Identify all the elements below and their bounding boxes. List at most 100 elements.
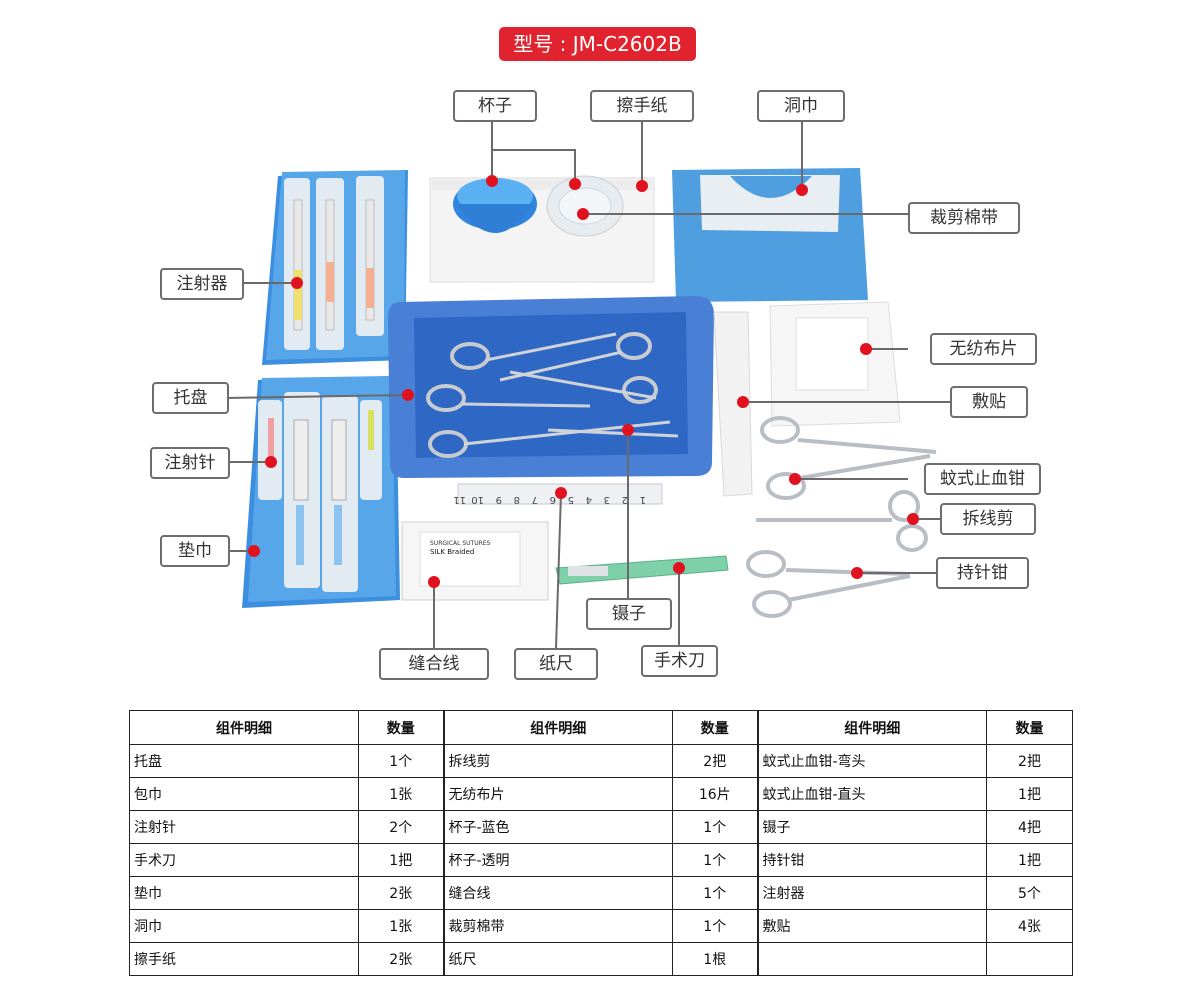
- component-name: 蚊式止血钳-弯头: [756, 744, 987, 778]
- callout-cup: 杯子: [453, 90, 537, 122]
- component-quantity: 4把: [986, 810, 1073, 844]
- component-quantity: 5个: [986, 876, 1073, 910]
- component-name: 垫巾: [129, 876, 359, 910]
- right-instruments-image: [746, 416, 937, 618]
- callout-scissors: 拆线剪: [940, 503, 1036, 535]
- ruler-tick-label: 4: [586, 494, 592, 505]
- component-name: 持针钳: [756, 843, 987, 877]
- header-component: 组件明细: [756, 710, 987, 745]
- table-header-row: 组件明细 数量 组件明细 数量 组件明细 数量: [129, 710, 1073, 745]
- ruler-tick-label: 2: [622, 494, 628, 505]
- component-name: 洞巾: [129, 909, 359, 943]
- component-quantity: 2张: [358, 942, 444, 976]
- component-quantity: 1个: [358, 744, 444, 778]
- ruler-tick-label: 10: [471, 494, 484, 505]
- towel-image: [429, 175, 655, 283]
- header-component: 组件明细: [129, 710, 359, 745]
- suture-label-line1: SURGICAL SUTURES: [430, 540, 491, 547]
- ruler-tick-label: 9: [496, 494, 502, 505]
- ruler-tick-label: 1: [640, 494, 646, 505]
- callout-dressing: 敷贴: [950, 386, 1028, 418]
- component-quantity: 1个: [672, 909, 758, 943]
- component-name: 无纺布片: [442, 777, 673, 811]
- component-quantity: 4张: [986, 909, 1073, 943]
- callout-scalpel: 手术刀: [641, 645, 718, 677]
- component-quantity: 1张: [358, 909, 444, 943]
- callout-suture: 缝合线: [379, 648, 489, 680]
- callout-pad: 垫巾: [160, 535, 230, 567]
- suture-pack-image: SURGICAL SUTURES SILK Braided: [401, 521, 549, 601]
- callout-nonwoven: 无纺布片: [930, 333, 1037, 365]
- suture-label-line2: SILK Braided: [430, 548, 474, 556]
- component-name: 镊子: [756, 810, 987, 844]
- component-quantity: 1张: [358, 777, 444, 811]
- component-quantity: 1把: [358, 843, 444, 877]
- component-quantity: 16片: [672, 777, 758, 811]
- ruler-tick-label: 6: [550, 494, 556, 505]
- needle-pad-image: [242, 376, 400, 608]
- component-quantity: [986, 942, 1073, 976]
- callout-needle-holder: 持针钳: [936, 557, 1029, 589]
- component-name: 注射器: [756, 876, 987, 910]
- component-quantity: 1个: [672, 810, 758, 844]
- header-quantity: 数量: [358, 710, 444, 745]
- component-quantity: 1个: [672, 876, 758, 910]
- ruler-tick-label: 8: [514, 494, 520, 505]
- callout-mosquito: 蚊式止血钳: [924, 463, 1041, 495]
- header-quantity: 数量: [672, 710, 758, 745]
- component-quantity: 2把: [986, 744, 1073, 778]
- component-quantity: 2张: [358, 876, 444, 910]
- component-name: 蚊式止血钳-直头: [756, 777, 987, 811]
- tray-image: [388, 296, 714, 478]
- ruler-tick-label: 11: [453, 494, 466, 505]
- drape-image: [672, 168, 868, 302]
- component-name: 擦手纸: [129, 942, 359, 976]
- callout-drape: 洞巾: [757, 90, 845, 122]
- callout-tray: 托盘: [152, 382, 229, 414]
- header-component: 组件明细: [442, 710, 673, 745]
- callout-towel: 擦手纸: [590, 90, 694, 122]
- component-name: [756, 942, 987, 976]
- callout-paper-ruler: 纸尺: [514, 648, 598, 680]
- callout-tape: 裁剪棉带: [908, 202, 1020, 234]
- component-name: 杯子-透明: [442, 843, 673, 877]
- component-name: 杯子-蓝色: [442, 810, 673, 844]
- markers: [248, 175, 919, 588]
- component-name: 注射针: [129, 810, 359, 844]
- callout-needle: 注射针: [150, 447, 230, 479]
- nonwoven-image: [713, 301, 901, 497]
- component-quantity: 2个: [358, 810, 444, 844]
- model-badge: 型号 : JM-C2602B: [499, 27, 696, 61]
- component-quantity: 1把: [986, 843, 1073, 877]
- ruler-tick-label: 3: [604, 494, 610, 505]
- component-name: 裁剪棉带: [442, 909, 673, 943]
- component-quantity: 1把: [986, 777, 1073, 811]
- ruler-tick-label: 7: [532, 494, 538, 505]
- ruler-ticks: 1 2 3 4 5 6 7 8 9 10 11: [453, 494, 646, 505]
- component-name: 手术刀: [129, 843, 359, 877]
- callout-tweezers: 镊子: [586, 598, 672, 630]
- callout-syringe: 注射器: [160, 268, 244, 300]
- component-name: 包巾: [129, 777, 359, 811]
- scalpel-image: [555, 555, 729, 585]
- header-quantity: 数量: [986, 710, 1073, 745]
- component-quantity: 1个: [672, 843, 758, 877]
- component-name: 缝合线: [442, 876, 673, 910]
- syringe-pad-image: [262, 170, 408, 365]
- kit-photo: 1 2 3 4 5 6 7 8 9 10 11 SURGICAL SUTURES SILK Brai…: [226, 122, 950, 649]
- component-name: 纸尺: [442, 942, 673, 976]
- component-quantity: 2把: [672, 744, 758, 778]
- ruler-tick-label: 5: [568, 494, 574, 505]
- component-name: 拆线剪: [442, 744, 673, 778]
- component-name: 托盘: [129, 744, 359, 778]
- component-quantity: 1根: [672, 942, 758, 976]
